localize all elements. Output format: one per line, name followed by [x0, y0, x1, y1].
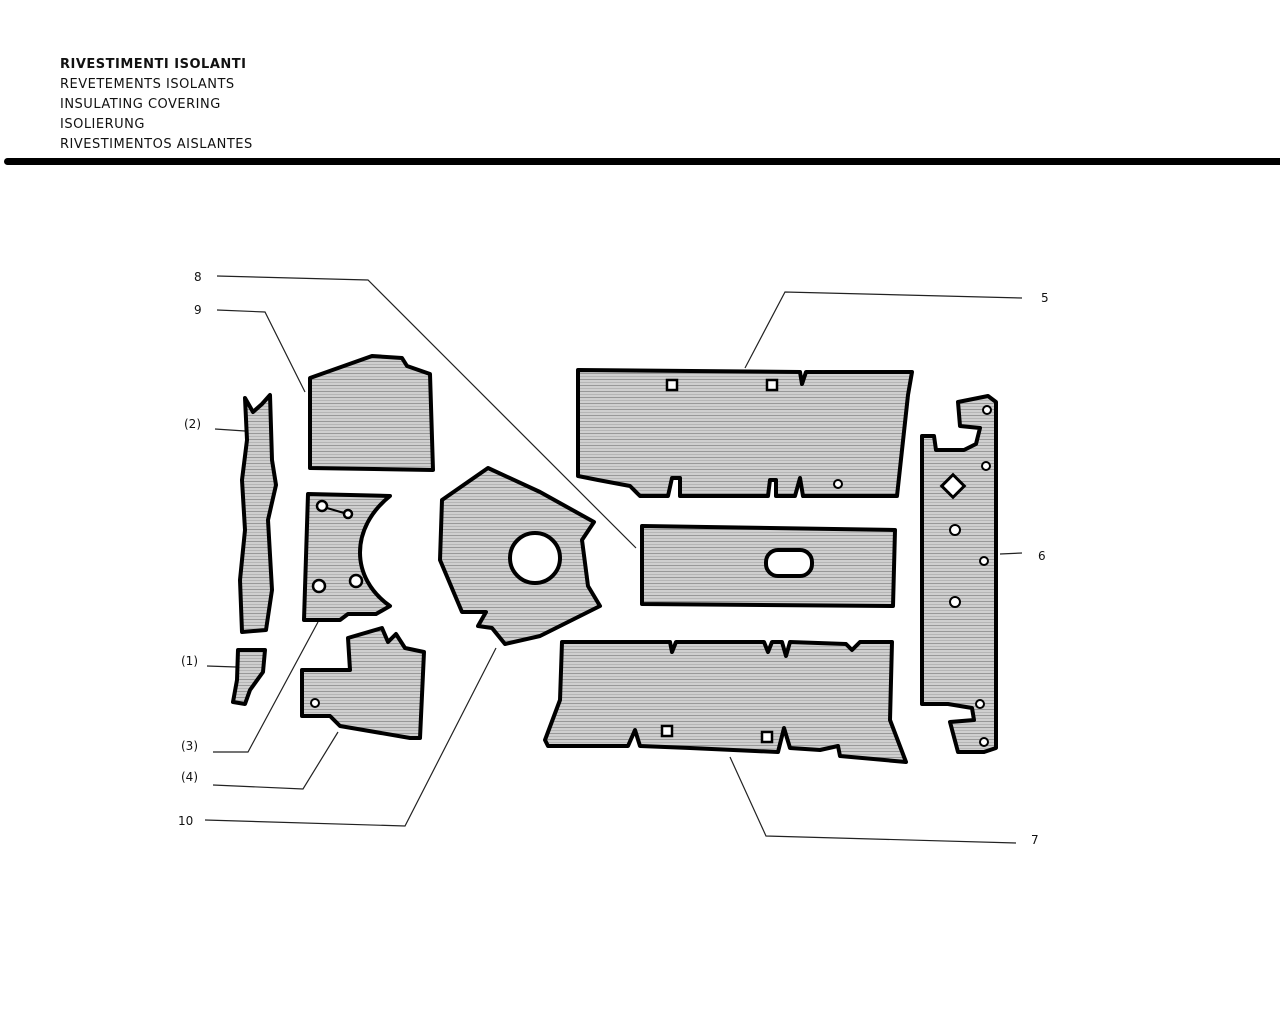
leader-9 — [216, 309, 306, 393]
panel-5-hole — [833, 479, 843, 489]
panel-6-hole — [981, 461, 991, 471]
panel-10-hole — [508, 531, 562, 585]
panel-1 — [231, 648, 267, 706]
leader-10 — [204, 647, 497, 827]
title-german: ISOLIERUNG — [60, 117, 145, 132]
panel-3-hole — [311, 578, 327, 594]
callout-6: 6 — [1038, 549, 1046, 563]
leader-7 — [729, 756, 1017, 844]
header-rule — [4, 158, 1280, 165]
panel-3-hole — [342, 508, 354, 520]
panel-8-slot — [764, 548, 814, 578]
panel-5-hole — [765, 378, 779, 392]
leader-3 — [213, 621, 319, 753]
callout-4: (4) — [181, 770, 198, 784]
panel-2 — [238, 393, 278, 634]
panel-4-hole — [310, 698, 320, 708]
title-spanish: RIVESTIMENTOS AISLANTES — [60, 137, 253, 152]
callout-1: (1) — [181, 654, 198, 668]
panel-6-hole — [979, 556, 989, 566]
title-italian: RIVESTIMENTI ISOLANTI — [60, 57, 247, 72]
panel-6-hole — [949, 524, 961, 536]
title-french: REVETEMENTS ISOLANTS — [60, 77, 235, 92]
callout-2: (2) — [184, 417, 201, 431]
panel-3-hole — [315, 499, 329, 513]
panel-5 — [576, 368, 914, 498]
callout-labels: 8 9 (2) (1) (3) (4) 10 5 6 7 — [178, 270, 1049, 847]
callout-8: 8 — [194, 270, 202, 284]
leader-lines — [204, 275, 1023, 844]
panel-6-hole — [979, 737, 989, 747]
callout-5: 5 — [1041, 291, 1049, 305]
panel-3-slot — [326, 507, 345, 514]
leader-5 — [744, 291, 1023, 369]
leader-4 — [212, 731, 339, 790]
panel-6-hole — [975, 699, 985, 709]
callout-10: 10 — [178, 814, 193, 828]
leader-8 — [216, 275, 637, 549]
panel-6-hole — [982, 405, 992, 415]
panel-3-hole — [348, 573, 364, 589]
callout-7: 7 — [1031, 833, 1039, 847]
panel-6-hole — [949, 596, 961, 608]
callout-9: 9 — [194, 303, 202, 317]
panel-4 — [300, 626, 426, 740]
panel-7-hole — [660, 724, 674, 738]
panel-9 — [308, 354, 435, 472]
panel-6-hole — [939, 472, 967, 500]
leader-2 — [214, 428, 246, 432]
callout-3: (3) — [181, 739, 198, 753]
title-english: INSULATING COVERING — [60, 97, 221, 112]
title-block: RIVESTIMENTI ISOLANTI REVETEMENTS ISOLAN… — [60, 55, 253, 155]
leader-1 — [206, 665, 237, 668]
panel-5-hole — [665, 378, 679, 392]
panel-7 — [543, 640, 908, 764]
panel-7-hole — [760, 730, 774, 744]
leader-6 — [999, 552, 1023, 555]
panel-6 — [920, 394, 998, 754]
